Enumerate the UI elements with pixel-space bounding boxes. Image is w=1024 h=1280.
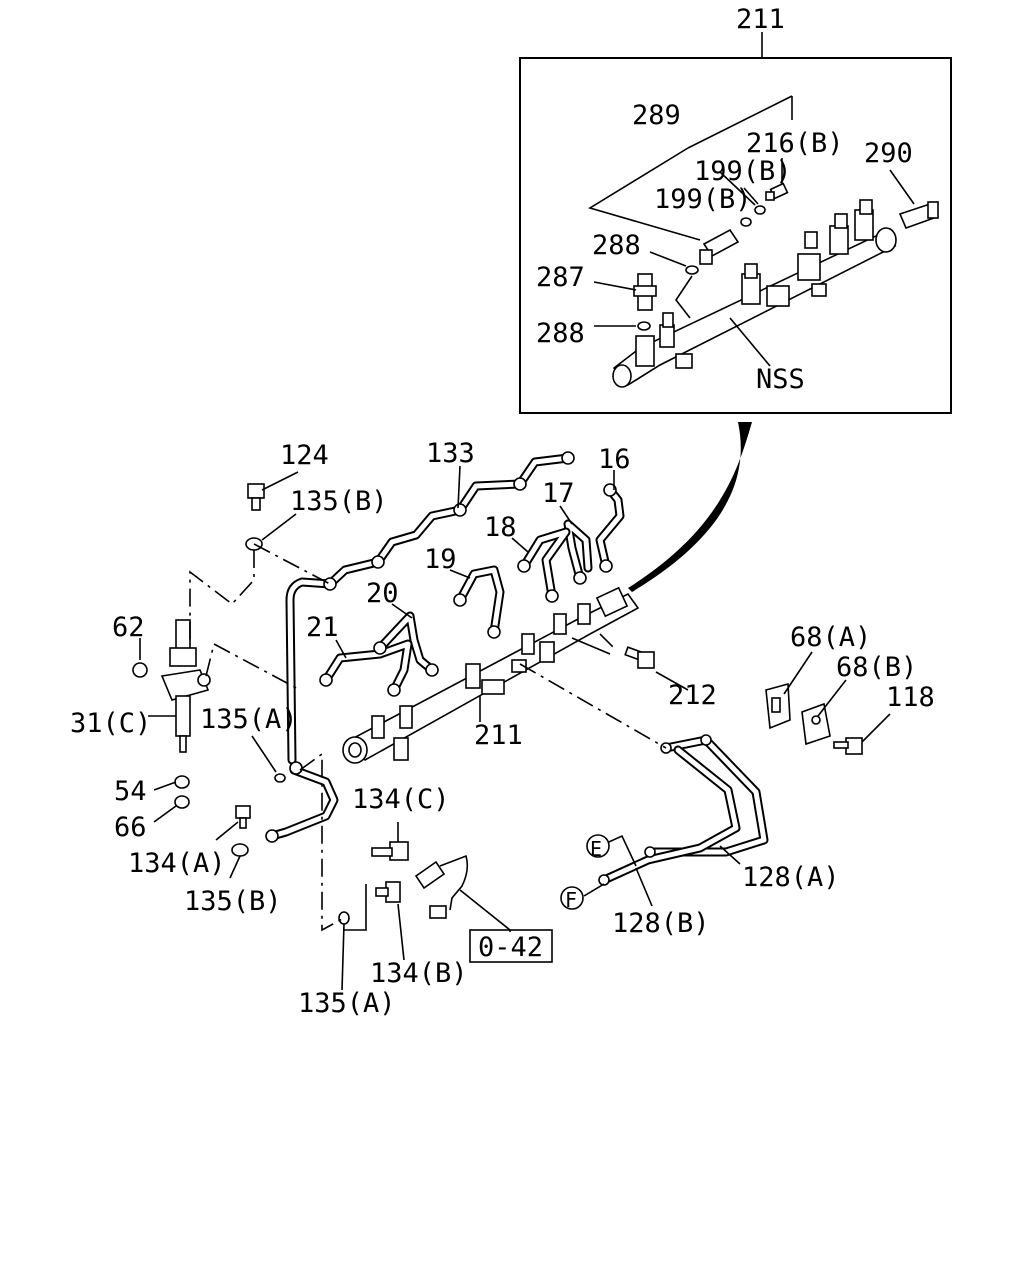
- label-290: 290: [864, 138, 913, 169]
- label-135b-top: 135(B): [290, 486, 388, 517]
- bolt-118: [833, 737, 863, 755]
- label-199b-lower: 199(B): [654, 184, 752, 215]
- label-134b: 134(B): [370, 958, 468, 989]
- label-211-top: 211: [736, 4, 785, 35]
- label-288-lower: 288: [536, 318, 585, 349]
- bolt-124: [247, 483, 265, 511]
- label-68b: 68(B): [836, 652, 917, 683]
- label-68a: 68(A): [790, 622, 871, 653]
- pipe-nuts: [265, 451, 712, 886]
- connector-e-marker: [586, 834, 610, 858]
- label-31c: 31(C): [70, 708, 151, 739]
- label-54: 54: [114, 776, 147, 807]
- washer-135a-bottom: [338, 911, 350, 925]
- label-17: 17: [542, 478, 575, 509]
- injection-pipes: [267, 453, 769, 885]
- label-212: 212: [668, 680, 717, 711]
- label-135a-mid: 135(A): [200, 704, 298, 735]
- bolt-134c: [371, 841, 409, 861]
- sensor-with-harness: [414, 854, 469, 919]
- bolt-216b: [765, 182, 789, 201]
- fuel-rail-main: [342, 586, 640, 764]
- label-134c: 134(C): [352, 784, 450, 815]
- label-134a: 134(A): [128, 848, 226, 879]
- oring-288-upper: [685, 265, 699, 275]
- label-19: 19: [424, 544, 457, 575]
- leader-lines: [139, 465, 891, 991]
- inset-connector-swoosh: [628, 422, 752, 592]
- clip-68a: [765, 682, 791, 730]
- pressure-sensor-290: [898, 201, 939, 230]
- label-0-42: 0-42: [478, 932, 543, 963]
- label-18: 18: [484, 512, 517, 543]
- inset-detail-box: [519, 32, 952, 592]
- label-216b: 216(B): [746, 128, 844, 159]
- label-62: 62: [112, 612, 145, 643]
- label-16: 16: [598, 444, 631, 475]
- bolt-134b: [375, 881, 401, 903]
- label-128b: 128(B): [612, 908, 710, 939]
- label-135b-bottom: 135(B): [184, 886, 282, 917]
- label-21: 21: [306, 612, 339, 643]
- washer-66: [174, 795, 190, 809]
- oring-288-lower: [637, 321, 651, 331]
- clip-68b: [801, 702, 831, 746]
- label-20: 20: [366, 578, 399, 609]
- callout-labels: 211 289 216(B) 290 199(B) 199(B) 288 287…: [70, 4, 935, 1019]
- label-nss: NSS: [756, 364, 805, 395]
- bolt-212: [624, 646, 655, 669]
- washer-54: [174, 775, 190, 789]
- fuel-rail-inset: [612, 199, 897, 388]
- label-288-upper: 288: [592, 230, 641, 261]
- label-287: 287: [536, 262, 585, 293]
- label-135a-bottom: 135(A): [298, 988, 396, 1019]
- label-128a: 128(A): [742, 862, 840, 893]
- washer-135a-mid: [274, 773, 286, 783]
- label-118: 118: [886, 682, 935, 713]
- label-124: 124: [280, 440, 329, 471]
- connector-f-marker: [560, 886, 584, 910]
- fitting-inset: [699, 228, 740, 265]
- label-f: F: [565, 888, 577, 912]
- washer-199b-lower: [740, 217, 752, 227]
- washer-135b-bottom: [231, 843, 249, 857]
- bolt-134a: [235, 805, 251, 829]
- valve-287: [633, 273, 657, 311]
- nut-62: [132, 662, 148, 678]
- label-211-mid: 211: [474, 720, 523, 751]
- label-e: E: [590, 837, 602, 861]
- label-289: 289: [632, 100, 681, 131]
- label-133: 133: [426, 438, 475, 469]
- label-66: 66: [114, 812, 147, 843]
- washer-199b-upper: [754, 205, 766, 215]
- reference-box-0-42: [469, 929, 553, 963]
- bracket-289: [588, 147, 701, 241]
- label-199b-upper: 199(B): [694, 156, 792, 187]
